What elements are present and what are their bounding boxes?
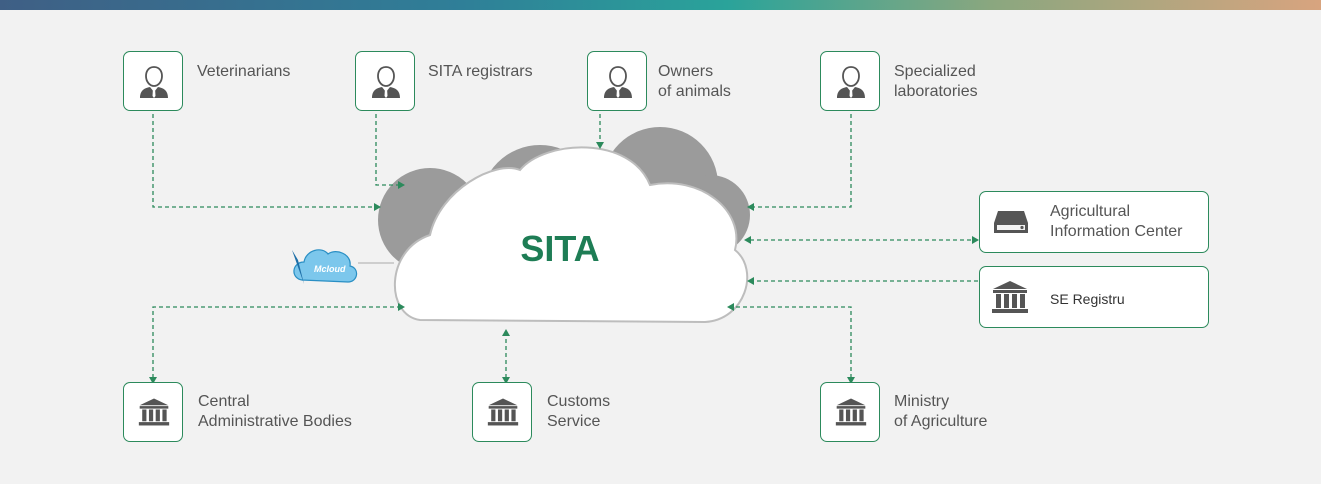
mcloud-logo-text: Mcloud [314,264,346,274]
ministry-label-line-1: Ministry [894,393,950,410]
building-icon [487,398,519,426]
central-bodies-label-line-1: Central [198,393,250,410]
building-icon [835,398,867,426]
se-registru-node: SE Registru [979,266,1209,328]
line-ministry [727,303,855,384]
sita-registrars-label: SITA registrars [428,62,533,82]
se-registru-label: SE Registru [1050,289,1125,309]
customs-label-line-2: Service [547,413,601,430]
line-central-bodies [149,303,405,384]
building-icon [992,281,1028,313]
owners-label: Owners of animals [658,62,731,102]
person-icon [372,66,400,98]
laboratories-label: Specialized laboratories [894,62,978,102]
central-bodies-label: Central Administrative Bodies [198,392,352,432]
se-registru-label-line-1: SE Registru [1050,291,1125,307]
owners-label-line-2: of animals [658,83,731,100]
cloud-title: SITA [520,228,600,269]
veterinarians-label-line-1: Veterinarians [197,63,291,80]
ministry-label: Ministry of Agriculture [894,392,987,432]
owners-label-line-1: Owners [658,63,714,80]
agricultural-center-node: Agricultural Information Center [979,191,1209,253]
ministry-label-line-2: of Agriculture [894,413,988,430]
customs-node [472,382,532,442]
central-bodies-label-line-2: Administrative Bodies [198,413,352,430]
connector-lines [149,114,979,384]
agricultural-center-label-line-1: Agricultural [1050,203,1131,220]
person-icon [140,66,168,98]
veterinarians-label: Veterinarians [197,62,290,82]
customs-label: Customs Service [547,392,610,432]
laboratories-node [820,51,880,111]
person-icon [604,66,632,98]
line-registrars [375,114,405,189]
line-laboratories [747,114,852,211]
line-veterinarians [152,114,381,211]
laboratories-label-line-1: Specialized [894,63,976,80]
top-gradient-bar [0,0,1321,10]
laboratories-label-line-2: laboratories [894,83,978,100]
sita-registrars-node [355,51,415,111]
veterinarians-node [123,51,183,111]
central-bodies-node [123,382,183,442]
person-icon [837,66,865,98]
agricultural-center-label: Agricultural Information Center [1050,202,1183,242]
owners-node [587,51,647,111]
cloud-front [393,146,749,324]
building-icon [138,398,170,426]
mcloud-logo: Mcloud [290,240,360,290]
server-icon [994,211,1028,233]
customs-label-line-1: Customs [547,393,611,410]
agricultural-center-label-line-2: Information Center [1050,223,1183,240]
ministry-node [820,382,880,442]
sita-registrars-label-line-1: SITA registrars [428,63,533,80]
